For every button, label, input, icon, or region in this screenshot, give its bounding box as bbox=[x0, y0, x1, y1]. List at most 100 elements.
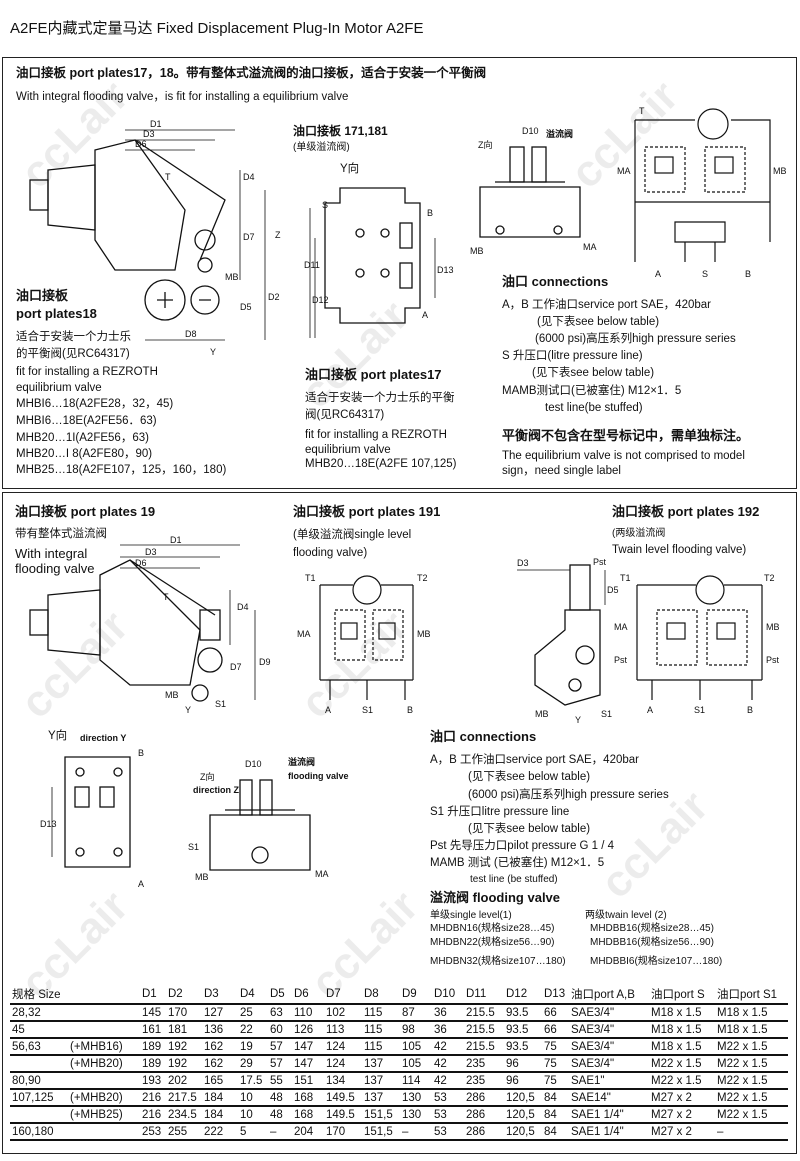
flooding-twain: MHDBB16(规格size56…90) bbox=[590, 937, 714, 948]
table-cell: 22 bbox=[240, 1024, 253, 1036]
svg-text:T1: T1 bbox=[620, 573, 631, 583]
table-cell: 137 bbox=[364, 1058, 384, 1070]
plates18-title-cn: 油口接板 bbox=[16, 288, 69, 303]
table-cell: M27 x 2 bbox=[651, 1092, 692, 1104]
table-cell: 192 bbox=[168, 1058, 188, 1070]
valve-192-drawing: D3 Pst D5 MB Y S1 bbox=[517, 557, 619, 725]
yview-title: Y向 bbox=[48, 730, 68, 742]
page-title: A2FE内藏式定量马达 Fixed Displacement Plug-In M… bbox=[10, 20, 424, 37]
svg-text:D7: D7 bbox=[243, 232, 255, 242]
plates191-title: 油口接板 port plates 191 bbox=[293, 504, 441, 519]
table-cell: 53 bbox=[434, 1126, 447, 1138]
plates191-line1: (单级溢流阀single level bbox=[293, 529, 412, 541]
plate171-view: Y向 bbox=[340, 163, 360, 175]
table-cell: 25 bbox=[240, 1007, 253, 1019]
table-cell: 136 bbox=[204, 1024, 224, 1036]
table-cell: 286 bbox=[466, 1109, 486, 1121]
table-cell: (+MHB16) bbox=[70, 1041, 123, 1053]
svg-text:S1: S1 bbox=[601, 709, 612, 719]
svg-text:D4: D4 bbox=[237, 602, 249, 612]
table-cell: 192 bbox=[168, 1041, 188, 1053]
table-cell: 17.5 bbox=[240, 1075, 263, 1087]
motor-drawing-top: D1 D3 D6 T D4 D7 Z MB D2 D5 D8 Y bbox=[29, 119, 281, 357]
table-cell bbox=[68, 1123, 140, 1140]
table-header-cell: D10 bbox=[434, 988, 456, 1000]
table-cell: 235 bbox=[466, 1058, 486, 1070]
svg-text:MB: MB bbox=[470, 246, 484, 256]
table-header-cell: D3 bbox=[204, 988, 219, 1000]
table-cell: 115 bbox=[364, 1024, 383, 1036]
svg-text:MA: MA bbox=[583, 242, 597, 252]
table-cell: 115 bbox=[364, 1007, 383, 1019]
table-cell: 96 bbox=[506, 1058, 519, 1070]
plates19-en1: With integral bbox=[15, 546, 88, 561]
table-cell: 147 bbox=[294, 1058, 314, 1070]
table-cell: 168 bbox=[294, 1109, 314, 1121]
table-cell: M18 x 1.5 bbox=[717, 1007, 768, 1019]
table-cell: 105 bbox=[402, 1041, 422, 1053]
plates19-title: 油口接板 port plates 19 bbox=[15, 504, 156, 519]
connections-line: A，B 工作油口service port SAE，420bar bbox=[430, 754, 639, 766]
table-cell: 105 bbox=[402, 1058, 422, 1070]
table-cell: 126 bbox=[294, 1024, 314, 1036]
table-cell: M22 x 1.5 bbox=[717, 1109, 768, 1121]
connections-line: Pst 先导压力口pilot pressure G 1 / 4 bbox=[430, 840, 615, 852]
connections-line: (见下表see below table) bbox=[532, 367, 655, 379]
svg-text:flooding valve: flooding valve bbox=[288, 771, 349, 781]
table-cell: 84 bbox=[544, 1126, 557, 1138]
svg-text:T: T bbox=[639, 106, 645, 116]
svg-text:Y: Y bbox=[575, 715, 581, 725]
table-cell: 216 bbox=[142, 1109, 162, 1121]
table-cell: (+MHB25) bbox=[70, 1109, 123, 1121]
table-header-cell bbox=[68, 984, 140, 1004]
table-cell bbox=[10, 1055, 68, 1072]
plates17-line: 适合于安装一个力士乐的平衡 bbox=[305, 392, 455, 404]
table-cell: 28,32 bbox=[12, 1007, 41, 1019]
svg-text:A: A bbox=[655, 269, 661, 279]
svg-text:MB: MB bbox=[417, 629, 431, 639]
svg-text:MB: MB bbox=[225, 272, 239, 282]
connections-line: test line (be stuffed) bbox=[470, 874, 558, 885]
svg-text:B: B bbox=[745, 269, 751, 279]
connections-line: MAMB测试口(已被塞住) M12×1．5 bbox=[502, 385, 682, 397]
table-cell: 48 bbox=[270, 1092, 283, 1104]
zview-drawing-bottom: Z向 direction Z D10 溢流阀 flooding valve S1… bbox=[188, 756, 349, 882]
table-header-cell: D4 bbox=[240, 988, 255, 1000]
table-cell: 42 bbox=[434, 1058, 447, 1070]
svg-text:MB: MB bbox=[165, 690, 179, 700]
table-cell: 147 bbox=[294, 1041, 314, 1053]
table-header-cell: 油口port A,B bbox=[571, 989, 635, 1001]
table-cell: M22 x 1.5 bbox=[651, 1058, 702, 1070]
svg-text:D8: D8 bbox=[185, 329, 197, 339]
svg-text:MA: MA bbox=[297, 629, 311, 639]
table-cell: M18 x 1.5 bbox=[651, 1007, 702, 1019]
table-cell: 127 bbox=[204, 1007, 224, 1019]
svg-text:D3: D3 bbox=[143, 129, 155, 139]
table-cell: 202 bbox=[168, 1075, 188, 1087]
plate171-title: 油口接板 171,181 bbox=[293, 124, 388, 138]
svg-text:D10: D10 bbox=[245, 759, 262, 769]
table-cell: – bbox=[270, 1126, 277, 1138]
table-cell: 42 bbox=[434, 1041, 447, 1053]
svg-text:B: B bbox=[427, 208, 433, 218]
table-cell: 286 bbox=[466, 1126, 486, 1138]
table-cell bbox=[68, 1072, 140, 1089]
plate171-drawing: S B A D11 D12 D13 bbox=[304, 187, 454, 338]
table-cell: 184 bbox=[204, 1092, 224, 1104]
svg-text:T: T bbox=[163, 592, 169, 602]
plates17-line: MHB20…18E(A2FE 107,125) bbox=[305, 458, 457, 470]
table-header-cell: D9 bbox=[402, 988, 417, 1000]
connections-line: test line(be stuffed) bbox=[545, 402, 643, 414]
table-cell: SAE3/4" bbox=[571, 1024, 615, 1036]
svg-text:D6: D6 bbox=[135, 139, 147, 149]
svg-text:D1: D1 bbox=[150, 119, 162, 129]
table-cell: 255 bbox=[168, 1126, 188, 1138]
table-cell: 189 bbox=[142, 1058, 162, 1070]
svg-text:D6: D6 bbox=[135, 558, 147, 568]
table-cell: 120,5 bbox=[506, 1092, 535, 1104]
